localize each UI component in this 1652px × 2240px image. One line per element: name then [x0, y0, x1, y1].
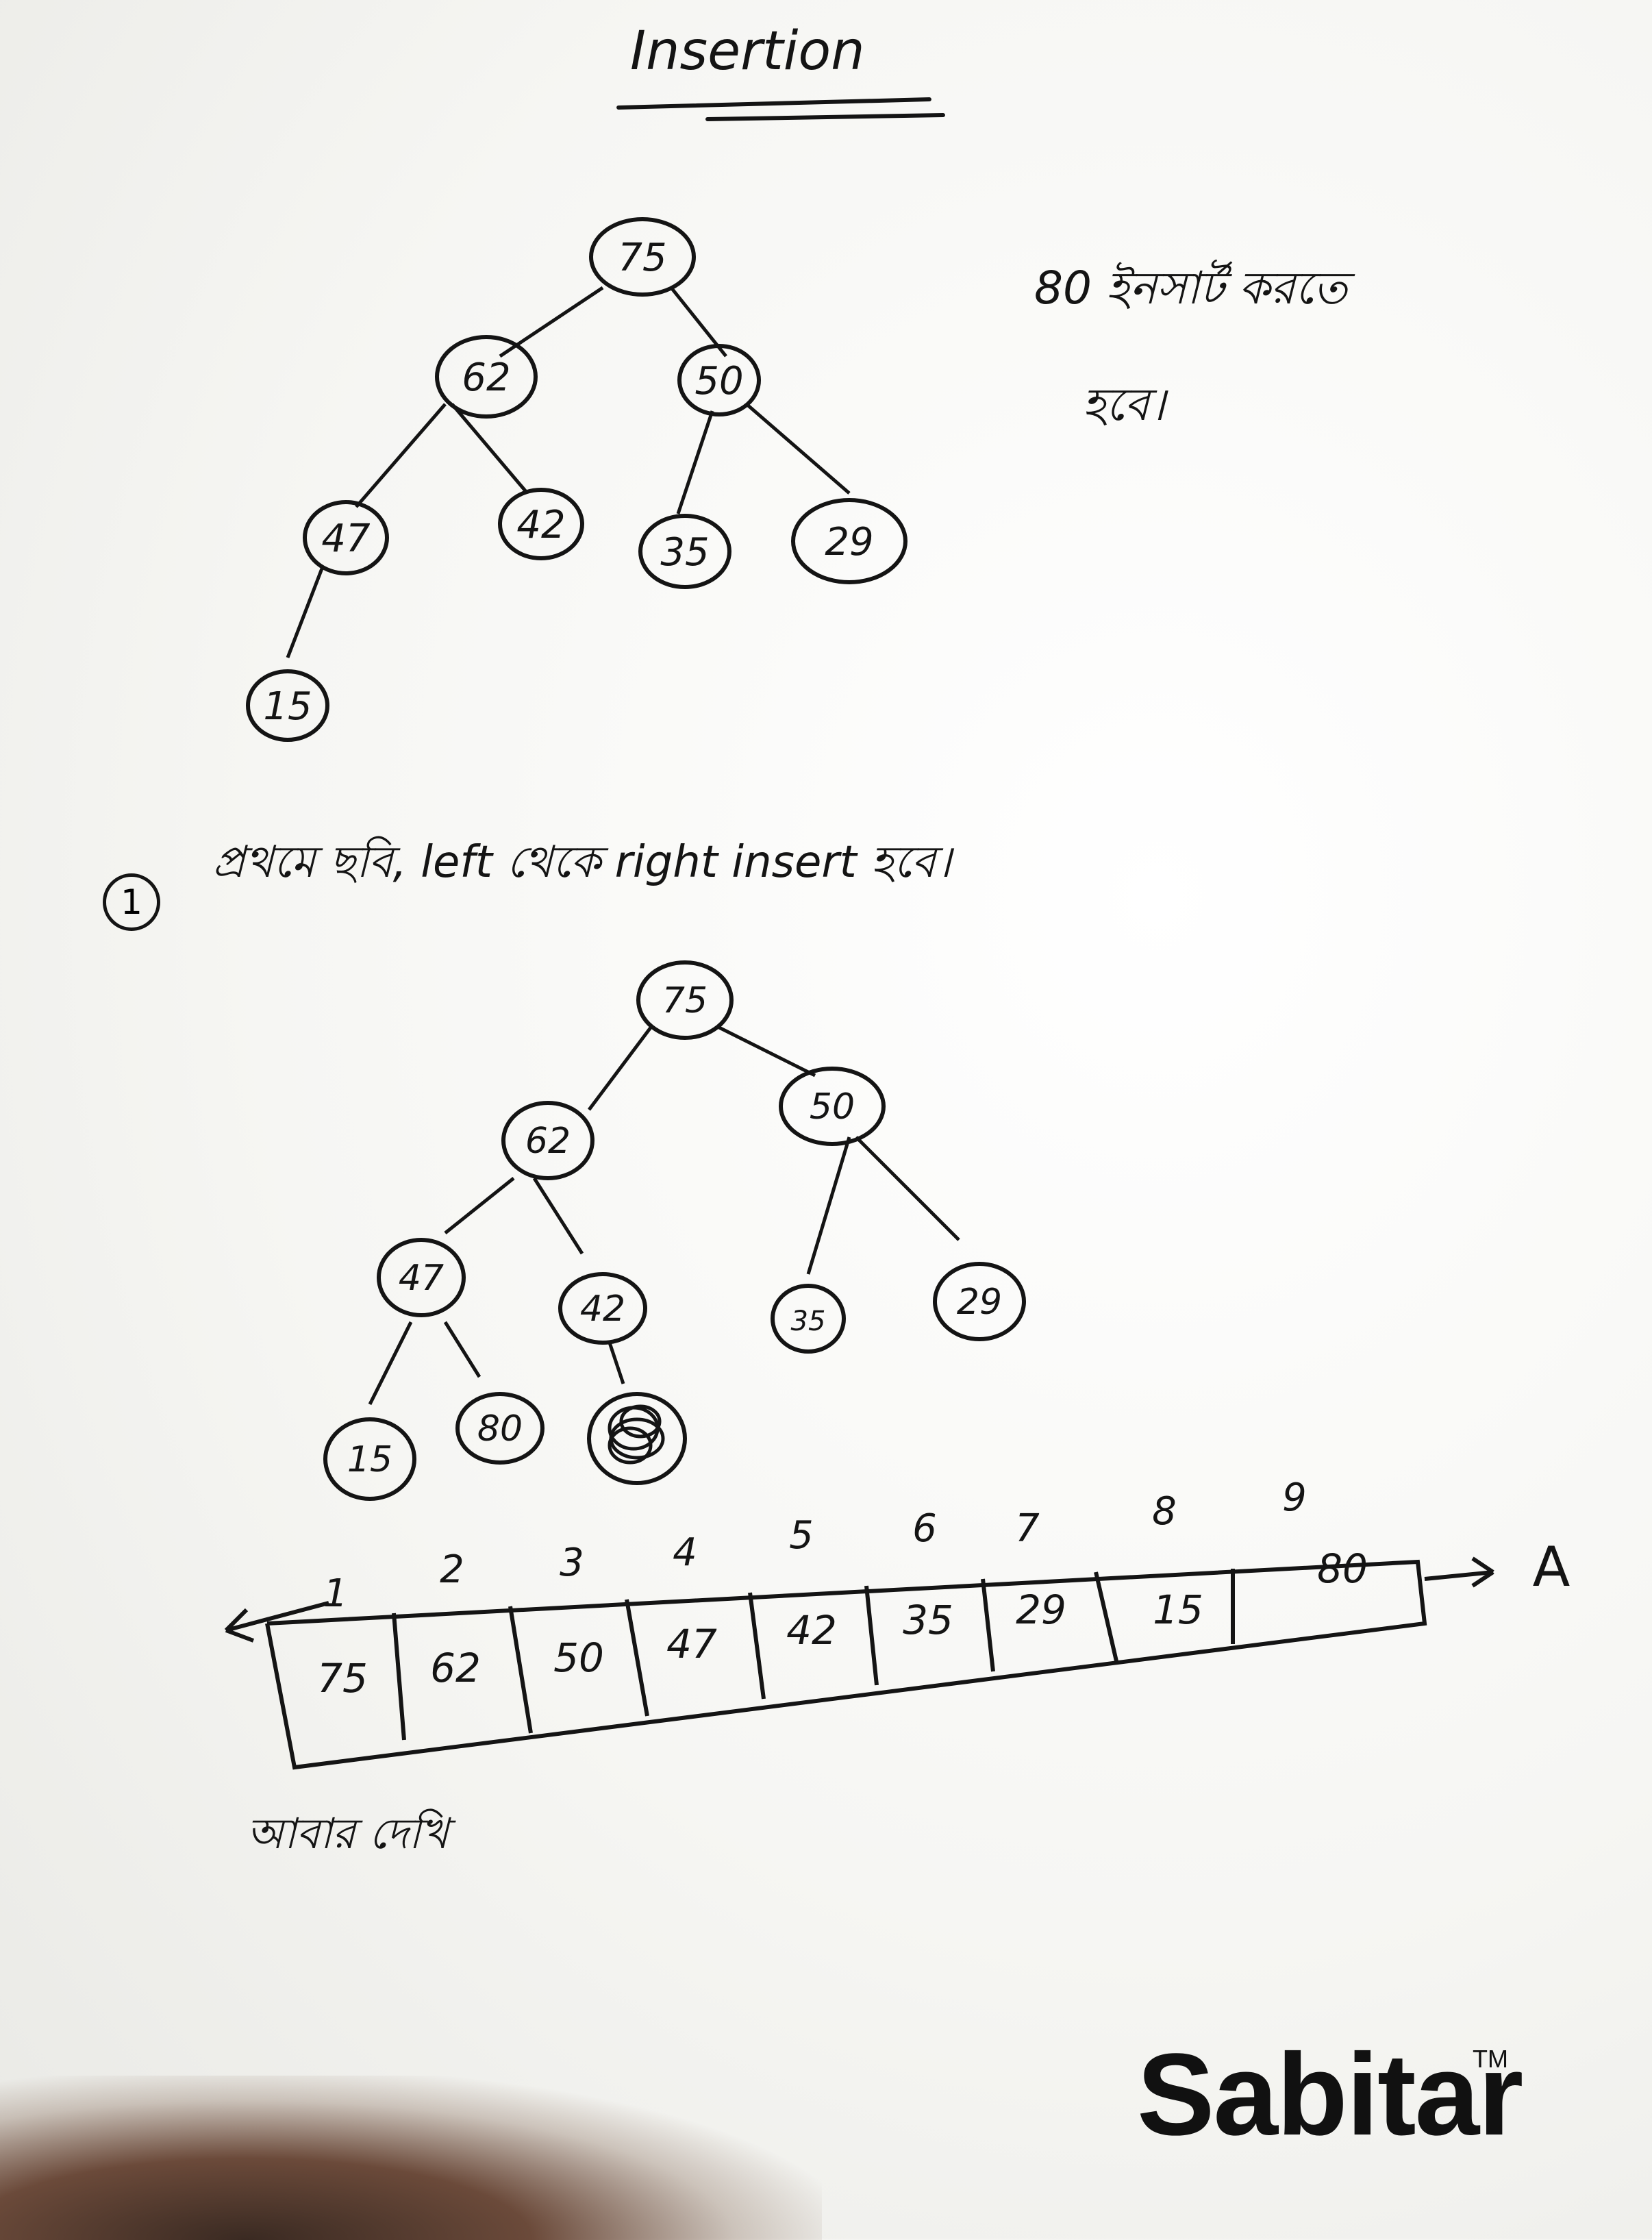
array-index: 1	[323, 1571, 348, 1616]
array-cell-value: 29	[1016, 1586, 1066, 1633]
tree2-node-circle	[455, 1392, 545, 1465]
tree1-node-circle	[435, 335, 538, 419]
hand-shadow	[0, 2076, 822, 2240]
tree1-node-50: 50	[694, 359, 743, 403]
tree1-edge	[451, 403, 529, 495]
tree2-node-circle	[636, 960, 734, 1040]
tree2-node-75: 75	[662, 980, 708, 1021]
tree1-edge	[745, 403, 851, 495]
array-divider	[748, 1592, 766, 1700]
brand-trademark: TM	[1473, 2045, 1508, 2073]
tree1-node-circle	[303, 500, 389, 575]
tree1-edge	[355, 403, 447, 508]
array-divider	[1094, 1571, 1118, 1662]
array-divider	[625, 1599, 649, 1717]
tree2-node-circle	[323, 1417, 416, 1501]
tree1-node-75: 75	[618, 236, 666, 280]
array-divider	[864, 1585, 879, 1686]
array-arrow-left	[225, 1601, 329, 1632]
note-insert-80: 80 ইনসার্ট করতে	[1034, 262, 1347, 314]
tree2-node-circle	[933, 1262, 1026, 1341]
footer-note: আবার দেখি	[247, 1808, 449, 1858]
tree2-node-circle	[501, 1101, 595, 1180]
tree1-node-47: 47	[321, 517, 371, 561]
brand-logo: Sabitar	[1137, 2030, 1523, 2160]
array-cell-value: 47	[666, 1621, 717, 1667]
array-cell-value: 15	[1153, 1586, 1203, 1633]
array-arrow-right	[1424, 1570, 1494, 1581]
tree1-node-62: 62	[462, 356, 510, 400]
array-cell-value: 80	[1317, 1545, 1368, 1592]
tree2-edge	[444, 1177, 515, 1234]
array-cell-value: 62	[430, 1645, 481, 1691]
tree1-node-15: 15	[263, 684, 312, 729]
array-index: 6	[912, 1506, 937, 1551]
tree1-node-35: 35	[660, 530, 709, 575]
array-index: 9	[1282, 1476, 1307, 1520]
array-index: 2	[440, 1547, 464, 1592]
array-index: 5	[789, 1513, 814, 1558]
array-cell-value: 35	[903, 1597, 953, 1643]
array-divider	[508, 1606, 533, 1734]
tree1-edge	[676, 410, 714, 514]
array-cell-value: 75	[317, 1655, 368, 1702]
array-cell-value: 50	[553, 1634, 604, 1681]
tree2-edge	[588, 1026, 652, 1111]
array-divider	[392, 1613, 406, 1741]
tree2-edge	[532, 1177, 584, 1255]
array-divider	[981, 1578, 995, 1672]
tree1-node-circle	[498, 488, 584, 560]
array-label: A	[1533, 1535, 1570, 1599]
tree2-edge	[855, 1136, 960, 1241]
tree2-node-50: 50	[810, 1086, 855, 1128]
tree2-node-circle	[558, 1272, 647, 1345]
array-index: 3	[560, 1541, 584, 1585]
tree2-node-42: 42	[580, 1289, 625, 1330]
tree2-node-29: 29	[957, 1282, 1002, 1323]
tree1-node-circle	[791, 498, 908, 584]
array-index: 7	[1015, 1506, 1040, 1551]
note-insert-80-cont: হবে।	[1082, 378, 1166, 431]
array-outline	[265, 1559, 1427, 1770]
tree2-node-circle	[771, 1284, 846, 1354]
tree2-node-circle	[587, 1392, 687, 1485]
step-text: প্রথমে ছবি, left থেকে right insert হবে।	[212, 837, 951, 888]
tree2-edge	[443, 1321, 481, 1378]
tree1-node-42: 42	[516, 503, 565, 547]
tree1-node-circle	[677, 344, 761, 416]
page-title: Insertion	[630, 21, 865, 82]
tree1-node-circle	[589, 217, 696, 297]
array-index: 4	[673, 1530, 697, 1575]
scribbled-node	[608, 1404, 665, 1465]
tree2-node-circle	[377, 1238, 466, 1317]
tree1-node-circle	[638, 514, 731, 589]
tree2-edge	[718, 1025, 816, 1078]
array-cell-value: 42	[786, 1607, 837, 1654]
tree1-edge	[286, 568, 324, 658]
tree2-edge	[368, 1321, 413, 1406]
tree2-node-circle	[779, 1067, 886, 1146]
tree2-edge	[806, 1136, 851, 1275]
tree2-node-47: 47	[399, 1258, 444, 1299]
tree2-edge	[608, 1342, 625, 1384]
step-number-circle: 1	[103, 873, 160, 931]
tree2-node-35: 35	[791, 1306, 826, 1337]
array-index: 8	[1152, 1489, 1177, 1534]
tree1-node-circle	[246, 669, 329, 742]
tree2-node-80: 80	[477, 1408, 523, 1449]
tree1-node-29: 29	[825, 520, 873, 564]
tree2-node-62: 62	[525, 1121, 571, 1162]
tree2-node-15: 15	[347, 1439, 392, 1480]
